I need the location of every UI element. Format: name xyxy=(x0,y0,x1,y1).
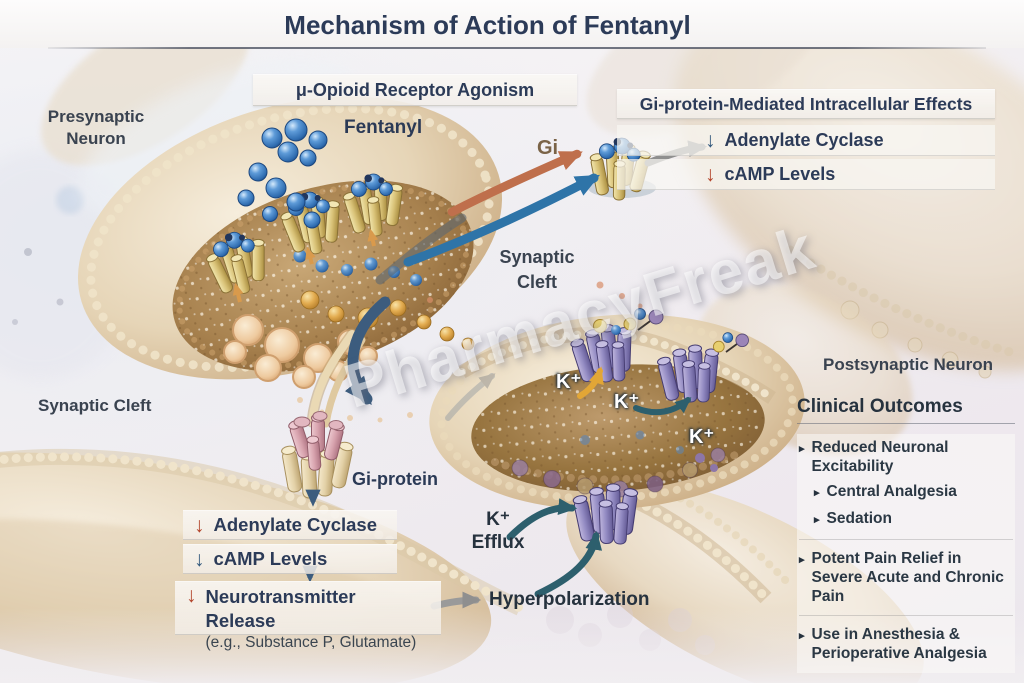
postsynaptic-neuron-label: Postsynaptic Neuron xyxy=(823,355,994,374)
mu-opioid-receptors xyxy=(201,172,406,303)
cascade-text: Neurotransmitter Release xyxy=(205,586,356,631)
receptor-binding-arrow xyxy=(403,173,600,267)
clinical-outcomes-list: ▸ Reduced Neuronal Excitability ▸ Centra… xyxy=(797,434,1015,673)
presynaptic-neuron-label: Presynaptic Neuron xyxy=(30,106,162,150)
k-efflux-line1: K⁺ xyxy=(486,509,510,530)
presynaptic-line2: Neuron xyxy=(66,129,126,148)
k-ion-arrow-teal xyxy=(633,397,692,416)
cascade-row-adenylate: ↓ Adenylate Cyclase xyxy=(183,510,397,540)
k-ion-arrow-yellow xyxy=(577,366,604,399)
gi-effect-row-adenylate: ↓ Adenylate Cyclase xyxy=(617,125,995,156)
k-ion-label-2: K⁺ xyxy=(614,391,639,413)
k-efflux-arrow xyxy=(506,498,578,541)
bullet-icon: ▸ xyxy=(799,630,805,642)
list-item-text: Use in Anesthesia & Perioperative Analge… xyxy=(811,626,987,662)
title-band xyxy=(0,0,1024,48)
list-item: ▸ Reduced Neuronal Excitability xyxy=(799,438,1013,476)
synaptic-cleft-left-label: Synaptic Cleft xyxy=(38,396,152,415)
hyperpolarization-label: Hyperpolarization xyxy=(489,589,650,610)
faint-cleft-arrow xyxy=(445,373,496,421)
k-ion-label-1: K⁺ xyxy=(556,371,581,393)
down-arrow-icon: ↓ xyxy=(705,128,716,152)
k-efflux-line2: Efflux xyxy=(471,532,525,553)
gi-protein-label: Gi-protein xyxy=(352,469,438,489)
cleft-line2: Cleft xyxy=(517,272,557,292)
gi-effect-text: cAMP Levels xyxy=(724,163,836,184)
gi-activation-arrow xyxy=(447,149,583,217)
gi-effect-row-camp: ↓ cAMP Levels xyxy=(617,159,995,190)
list-item-text: Central Analgesia xyxy=(826,483,957,500)
cascade-row-neurotransmitter: ↓ Neurotransmitter Release (e.g., Substa… xyxy=(175,581,441,651)
potassium-channels xyxy=(568,307,750,547)
gi-effects-header: Gi-protein-Mediated Intracellular Effect… xyxy=(617,89,995,119)
hyperpolarization-to-channel-arrow xyxy=(534,530,603,598)
down-arrow-icon: ↓ xyxy=(194,513,205,537)
slate-tail-arrow xyxy=(375,213,467,285)
cascade-text: cAMP Levels xyxy=(213,548,328,569)
cleft-line1: Synaptic xyxy=(499,247,575,267)
cascade-row-camp: ↓ cAMP Levels xyxy=(183,544,397,574)
down-arrow-icon: ↓ xyxy=(186,584,197,607)
list-item: ▸ Potent Pain Relief in Severe Acute and… xyxy=(799,539,1013,606)
list-item-text: Reduced Neuronal Excitability xyxy=(811,439,949,475)
list-item: ▸ Sedation xyxy=(799,509,1013,530)
k-ion-label-3: K⁺ xyxy=(689,426,714,448)
presynaptic-line1: Presynaptic xyxy=(47,107,145,126)
bullet-icon: ▸ xyxy=(814,487,820,499)
synaptic-cleft-center-label: Synaptic Cleft xyxy=(477,245,597,295)
bullet-icon: ▸ xyxy=(799,554,805,566)
down-arrow-icon: ↓ xyxy=(705,162,716,186)
fentanyl-molecules xyxy=(237,118,328,229)
pathway-arrows xyxy=(302,140,708,610)
k-efflux-label: K⁺ Efflux xyxy=(448,508,548,554)
down-arrow-icon: ↓ xyxy=(194,547,205,571)
list-item-text: Sedation xyxy=(826,510,892,527)
bullet-icon: ▸ xyxy=(799,443,805,455)
bullet-icon: ▸ xyxy=(814,514,820,526)
cascade-text: Adenylate Cyclase xyxy=(213,514,378,535)
agonism-header: μ-Opioid Receptor Agonism xyxy=(253,74,577,106)
fentanyl-label: Fentanyl xyxy=(344,117,423,138)
clinical-outcomes-panel: Clinical Outcomes ▸ Reduced Neuronal Exc… xyxy=(797,396,1015,673)
title-underline xyxy=(48,47,986,49)
list-item: ▸ Use in Anesthesia & Perioperative Anal… xyxy=(799,615,1013,663)
page-title: Mechanism of Action of Fentanyl xyxy=(284,10,691,40)
cascade-subtext: (e.g., Substance P, Glutamate) xyxy=(205,634,417,651)
gi-label: Gi xyxy=(537,137,559,159)
gi-effect-text: Adenylate Cyclase xyxy=(724,129,884,150)
clinical-outcomes-header: Clinical Outcomes xyxy=(797,396,1015,424)
list-item-text: Potent Pain Relief in Severe Acute and C… xyxy=(811,550,1004,605)
gi-downstream-arrow xyxy=(344,296,391,405)
list-item: ▸ Central Analgesia xyxy=(799,482,1013,503)
